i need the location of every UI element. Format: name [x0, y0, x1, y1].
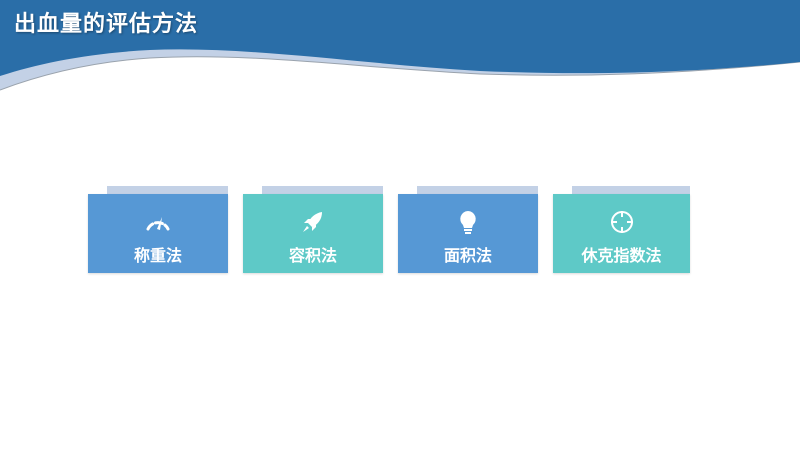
lightbulb-icon	[460, 211, 476, 234]
card-body[interactable]: 容积法	[243, 194, 383, 273]
method-card-volume[interactable]: 容积法	[243, 186, 383, 273]
card-tab	[572, 186, 690, 195]
method-card-shock-index[interactable]: 休克指数法	[553, 186, 690, 273]
card-label: 休克指数法	[581, 246, 662, 265]
crosshair-icon	[610, 211, 633, 233]
method-card-weighing[interactable]: 称重法	[88, 186, 228, 273]
card-tab	[262, 186, 383, 195]
card-label: 容积法	[288, 246, 337, 265]
card-label: 称重法	[133, 246, 182, 265]
card-body[interactable]: 休克指数法	[553, 194, 690, 273]
card-label: 面积法	[443, 246, 492, 265]
rocket-icon	[303, 212, 322, 232]
header-wave-shape	[0, 0, 800, 91]
card-tab	[107, 186, 228, 195]
speedometer-icon	[146, 217, 170, 231]
card-body[interactable]: 面积法	[398, 194, 538, 273]
page-title: 出血量的评估方法	[14, 12, 199, 37]
card-tab	[417, 186, 538, 195]
card-body[interactable]: 称重法	[88, 194, 228, 273]
header-banner: 出血量的评估方法	[0, 0, 800, 100]
method-card-area[interactable]: 面积法	[398, 186, 538, 273]
